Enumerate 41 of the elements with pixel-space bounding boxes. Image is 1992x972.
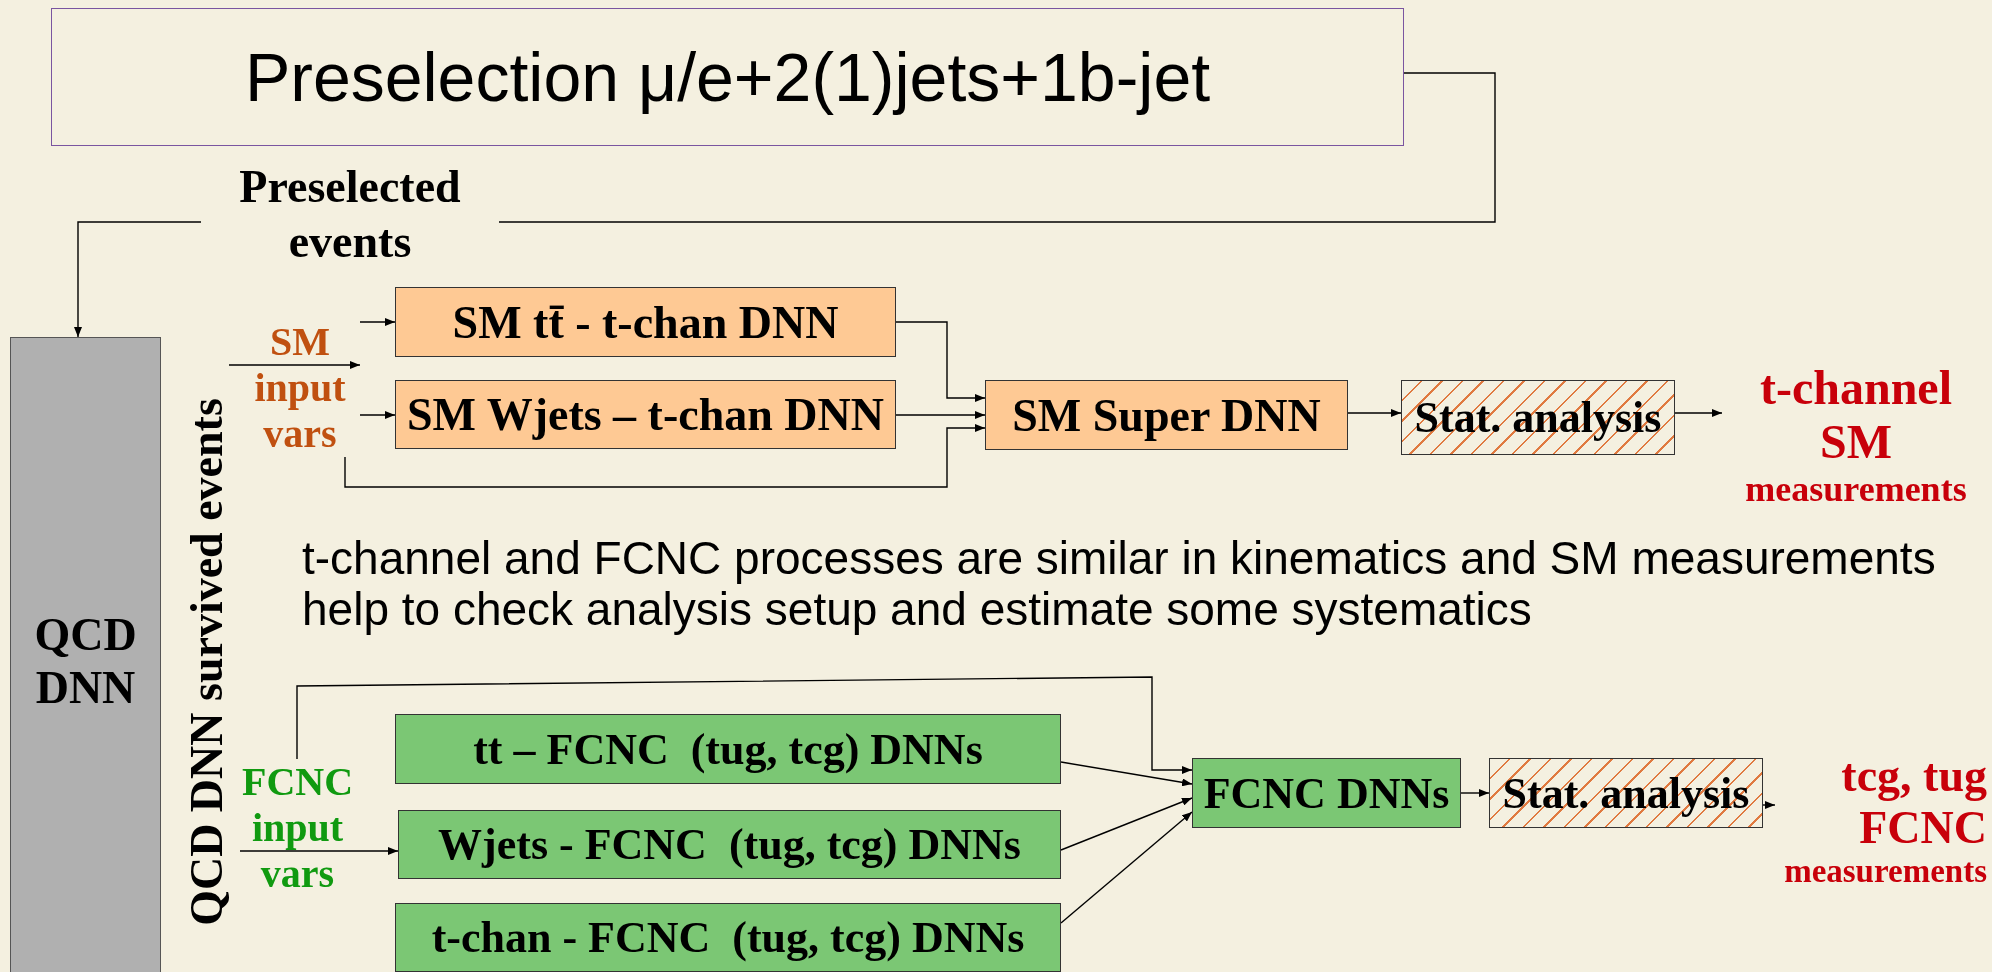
arrow (1762, 801, 1776, 809)
node-label: FCNC input vars (240, 759, 355, 897)
node-label: FCNC DNNs (1203, 767, 1450, 819)
node-label: Wjets - FCNC (tug, tcg) DNNs (438, 819, 1021, 870)
arrow (239, 847, 399, 855)
process-box (395, 903, 1061, 972)
process-box (1192, 758, 1461, 828)
node-label: SM input vars (253, 319, 347, 457)
result-text: tcg, tug FCNC (1840, 750, 1987, 854)
process-box (10, 337, 161, 972)
arrow (1460, 789, 1490, 797)
process-box (395, 287, 896, 357)
arrow (359, 411, 396, 419)
side-label: QCD DNN survived events (182, 397, 232, 928)
node-label: tt – FCNC (tug, tcg) DNNs (473, 723, 983, 775)
arrow (359, 318, 396, 326)
process-box (398, 810, 1061, 879)
arrow (1674, 409, 1723, 417)
result-text: measurements (1745, 468, 1967, 509)
arrow (1347, 409, 1402, 417)
arrow (895, 321, 986, 402)
process-box (985, 380, 1348, 450)
node-label: SM Wjets – t-chan DNN (407, 388, 884, 441)
node-label: SM tt̄ - t-chan DNN (452, 295, 839, 349)
node-label: t-chan - FCNC (tug, tcg) DNNs (431, 912, 1025, 963)
node-label: Preselection μ/e+2(1)jets+1b-jet (244, 38, 1211, 116)
node-label: QCD DNN (33, 609, 138, 715)
arrow (895, 411, 986, 419)
process-box (395, 714, 1061, 784)
note-text: t-channel and FCNC processes are similar in kinematics and SM measurements help to check analysis setup and estimate some systematics (302, 533, 1937, 635)
result-text: t-channel SM (1759, 361, 1953, 469)
arrow (1060, 811, 1193, 924)
arrow (296, 676, 1193, 774)
node-label: SM Super DNN (1012, 388, 1321, 442)
arrow (1060, 761, 1193, 787)
arrow (344, 424, 986, 488)
arrow (1060, 797, 1193, 851)
result-text: measurements (1784, 853, 1987, 890)
arrow (228, 361, 361, 369)
process-box (395, 380, 896, 449)
process-box (51, 8, 1404, 146)
